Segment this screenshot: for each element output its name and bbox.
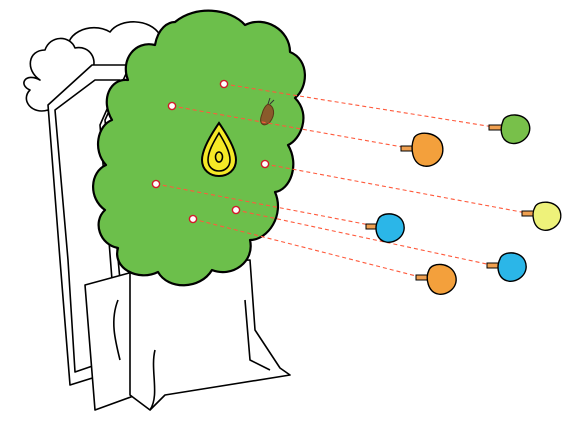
pin[interactable] [260, 159, 270, 169]
pin[interactable] [188, 214, 198, 224]
trace-line-blue-right [235, 209, 497, 267]
trace-line-orange-upper [171, 105, 409, 149]
fruit-body [532, 201, 562, 231]
fruit-blue-right[interactable] [486, 252, 527, 282]
fruit-orange-upper[interactable] [400, 132, 444, 167]
main-tree [92, 9, 306, 287]
stand-base-front [129, 259, 291, 411]
fruit-body [375, 213, 405, 243]
fruits [365, 114, 562, 295]
bug-body [260, 103, 275, 126]
pin[interactable] [167, 101, 177, 111]
seed-drop-icon[interactable] [200, 121, 238, 178]
fruit-green[interactable] [488, 114, 531, 145]
tree-pins [151, 79, 270, 224]
trace-line-blue-left [155, 183, 376, 227]
fruit-blue-left[interactable] [365, 213, 405, 243]
tree-canopy [92, 9, 306, 287]
fruit-body [411, 132, 444, 167]
bug-icon[interactable] [260, 97, 275, 126]
stand-leg-detail [244, 299, 271, 371]
pin[interactable] [219, 79, 229, 89]
seed-drop-core [214, 151, 224, 163]
fruit-stem [488, 124, 503, 131]
stand-leg-detail-2 [149, 349, 156, 411]
trace-lines [155, 83, 533, 279]
background-tree [23, 21, 291, 411]
pin[interactable] [151, 179, 161, 189]
fruit-body [426, 263, 457, 295]
trace-line-orange-lower [192, 218, 425, 279]
trace-line-green [223, 83, 501, 129]
fruit-body [500, 114, 531, 145]
stand-leg-detail-3 [112, 299, 121, 361]
pin[interactable] [231, 205, 241, 215]
bug-antenna [267, 97, 275, 105]
fruit-body [497, 252, 527, 282]
fruit-yellow[interactable] [521, 201, 562, 231]
trace-line-yellow [264, 163, 533, 215]
fruit-orange-lower[interactable] [415, 263, 457, 295]
